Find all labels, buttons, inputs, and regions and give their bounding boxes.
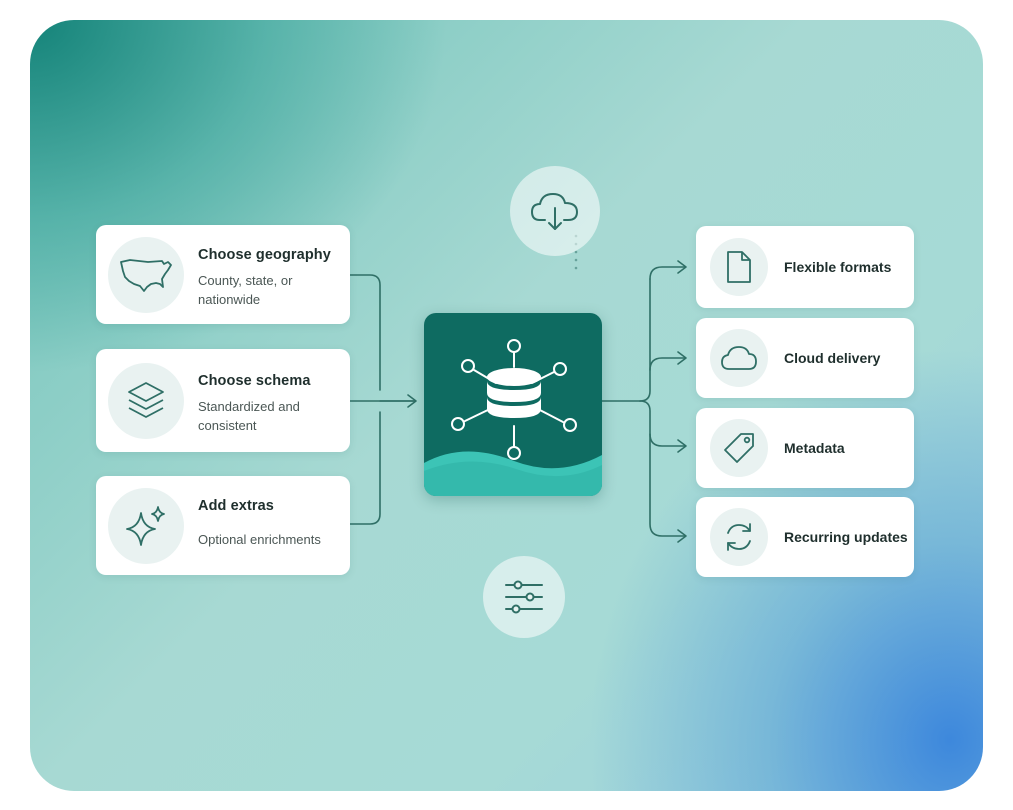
sparkle-icon [126,506,165,546]
connector-to-metadata [649,433,686,447]
input-title: Add extras [198,498,274,514]
connector-trunk [649,266,686,280]
sliders-icon [505,580,543,614]
arrowhead-formats [677,260,687,274]
input-title: Choose geography [198,247,331,263]
output-label: Flexible formats [784,259,892,275]
connector-extras [349,411,381,525]
output-card-updates[interactable]: Recurring updates [696,497,914,577]
arrowhead-updates [677,529,687,543]
connector-lines [349,234,687,543]
connector-geography [349,274,381,391]
tag-icon [724,433,754,463]
output-label: Cloud delivery [784,350,881,366]
output-card-cloud[interactable]: Cloud delivery [696,318,914,398]
connector-arrowhead-in [407,394,417,408]
input-card-schema[interactable]: Choose schema Standardized and consisten… [96,349,350,452]
icon-badge [710,508,768,566]
cloud-icon [721,346,757,370]
arrowhead-cloud [677,351,687,365]
file-icon [727,251,751,283]
icon-badge [710,329,768,387]
output-label: Metadata [784,440,845,456]
icon-badge [108,237,184,313]
output-label: Recurring updates [784,529,908,545]
input-subtitle: Optional enrichments [198,532,321,547]
database-network-icon [424,339,602,496]
layers-icon [128,382,164,418]
us-map-icon [120,259,172,292]
refresh-icon [727,523,751,551]
output-card-metadata[interactable]: Metadata [696,408,914,488]
connector-trunk-main [639,278,651,402]
input-subtitle: County, state, or nationwide [198,273,293,307]
input-subtitle: Standardized and consistent [198,399,300,433]
input-card-geography[interactable]: Choose geography County, state, or natio… [96,225,350,324]
input-title: Choose schema [198,373,311,389]
input-card-extras[interactable]: Add extras Optional enrichments [96,476,350,575]
arrowhead-metadata [677,439,687,453]
bottom-bubble [483,556,565,638]
output-card-formats[interactable]: Flexible formats [696,226,914,308]
icon-badge [108,363,184,439]
icon-badge [710,419,768,477]
connector-to-cloud [649,357,686,371]
diagram-canvas: Choose geography County, state, or natio… [30,20,983,791]
icon-badge [710,238,768,296]
central-hub [424,313,602,496]
icon-badge [108,488,184,564]
top-bubble [510,166,600,256]
connector-trunk-lower [639,400,686,537]
cloud-download-icon [531,193,578,230]
